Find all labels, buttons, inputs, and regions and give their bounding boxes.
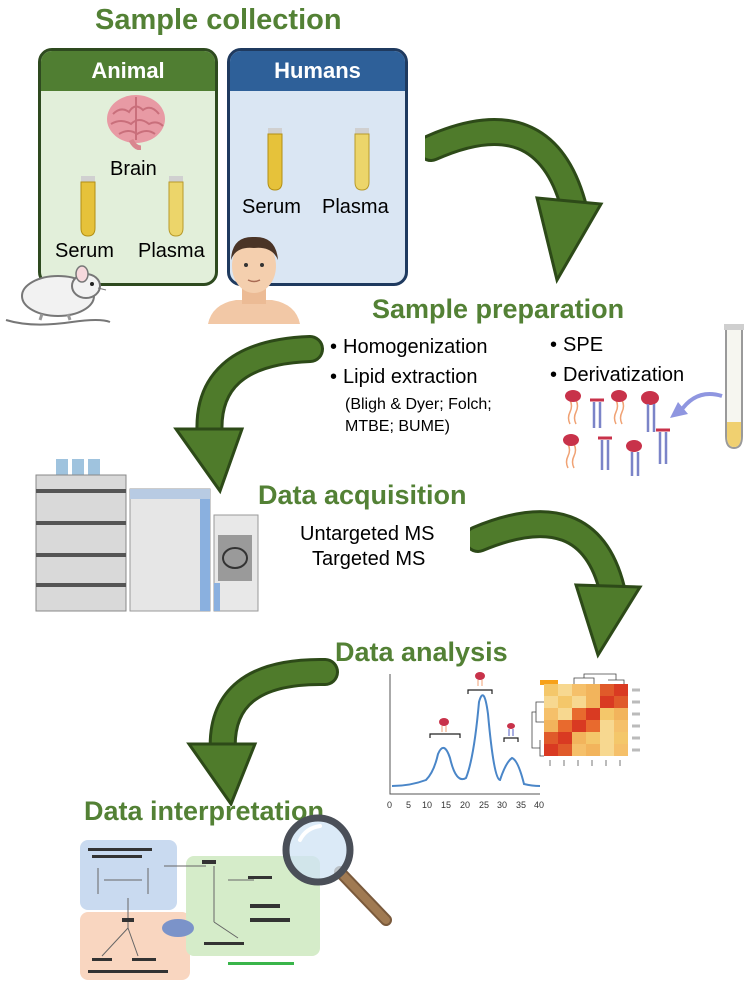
acquisition-untargeted-ms: Untargeted MS [300, 523, 435, 545]
lc-ms-instrument-icon [35, 459, 259, 612]
lipid-molecules-icon [563, 390, 670, 476]
curved-pointer-arrow-icon [670, 392, 723, 418]
extraction-methods-line-1: (Bligh & Dyer; Folch; [345, 396, 492, 413]
prep-step-derivatization: Derivatization [550, 364, 684, 387]
chromatogram-tick-30: 30 [497, 800, 507, 810]
humans-panel-header: Humans [230, 51, 405, 91]
animal-plasma-label: Plasma [138, 240, 205, 262]
brain-icon [107, 95, 165, 150]
prep-step-lipid-extraction: Lipid extraction [330, 366, 478, 389]
pathway-map-icon [80, 840, 320, 980]
acquisition-targeted-ms: Targeted MS [312, 548, 426, 570]
human-plasma-tube-icon [354, 128, 370, 191]
heatmap-chart [531, 673, 640, 766]
mouse-icon [5, 265, 111, 326]
flow-arrow-1-icon [425, 118, 604, 284]
chromatogram-tick-35: 35 [516, 800, 526, 810]
animal-serum-tube-icon [80, 176, 96, 237]
stage-title-preparation: Sample preparation [372, 294, 625, 324]
flow-arrow-2-icon [173, 335, 324, 495]
human-serum-label: Serum [242, 196, 301, 218]
chromatogram-tick-40: 40 [534, 800, 544, 810]
animal-panel: Animal [38, 48, 218, 286]
chromatogram-tick-20: 20 [460, 800, 470, 810]
chromatogram-tick-25: 25 [479, 800, 489, 810]
animal-brain-label: Brain [110, 158, 157, 180]
chromatogram-chart: 0 5 10 15 20 25 30 35 40 [387, 672, 544, 810]
magnifier-icon [282, 814, 392, 926]
human-serum-tube-icon [267, 128, 283, 191]
stage-title-acquisition: Data acquisition [258, 480, 467, 510]
human-face-icon [208, 236, 300, 324]
prep-step-homogenization: Homogenization [330, 336, 488, 359]
stage-title-collection: Sample collection [95, 4, 342, 36]
animal-panel-header: Animal [41, 51, 215, 91]
chromatogram-tick-10: 10 [422, 800, 432, 810]
animal-serum-label: Serum [55, 240, 114, 262]
flow-arrow-3-icon [470, 510, 643, 659]
test-tube-icon [724, 324, 744, 450]
prep-step-spe: SPE [550, 334, 603, 357]
extraction-methods-line-2: MTBE; BUME) [345, 418, 450, 435]
human-plasma-label: Plasma [322, 196, 389, 218]
chromatogram-tick-5: 5 [406, 800, 411, 810]
stage-title-interpretation: Data interpretation [84, 796, 325, 826]
animal-plasma-tube-icon [168, 176, 184, 237]
stage-title-analysis: Data analysis [335, 637, 508, 667]
chromatogram-tick-15: 15 [441, 800, 451, 810]
chromatogram-tick-0: 0 [387, 800, 392, 810]
flow-arrow-4-icon [186, 657, 339, 806]
